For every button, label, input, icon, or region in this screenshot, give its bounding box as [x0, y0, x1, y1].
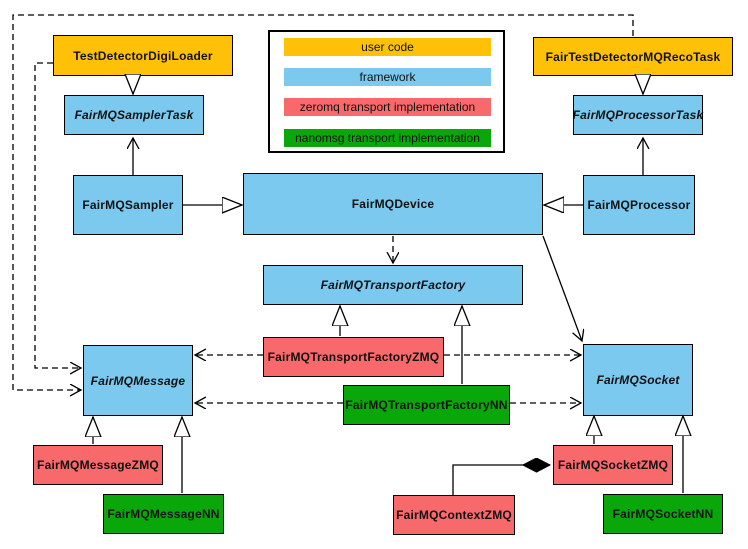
legend-item-zeromq: zeromq transport implementation	[284, 98, 491, 116]
node-fairmqsocketnn: FairMQSocketNN	[603, 494, 723, 534]
node-fairmqdevice: FairMQDevice	[243, 173, 543, 235]
legend-item-framework: framework	[284, 68, 491, 86]
node-testdetectordigiloader: TestDetectorDigiLoader	[53, 35, 233, 76]
node-fairmqcontextzmq: FairMQContextZMQ	[393, 495, 515, 535]
edge-device-socket	[542, 235, 582, 341]
node-fairmqsocketzmq: FairMQSocketZMQ	[553, 445, 673, 485]
node-fairmqmessagezmq: FairMQMessageZMQ	[33, 445, 163, 485]
legend-item-nanomsg: nanomsg transport implementation	[284, 129, 491, 147]
node-fairmqtransportfactory: FairMQTransportFactory	[263, 265, 523, 305]
legend: user code framework zeromq transport imp…	[268, 30, 505, 153]
node-fairmqsocket: FairMQSocket	[583, 344, 693, 416]
edge-contextzmq-socketzmq-composition	[452, 465, 550, 495]
node-fairmqprocessor: FairMQProcessor	[583, 175, 695, 235]
legend-item-user-code: user code	[284, 38, 491, 56]
node-fairmqprocessortask: FairMQProcessorTask	[573, 95, 703, 135]
node-fairmqmessage: FairMQMessage	[83, 345, 193, 416]
node-fairmqtransportfactoryzmq: FairMQTransportFactoryZMQ	[263, 337, 444, 377]
node-fairmqsamplertask: FairMQSamplerTask	[64, 95, 204, 135]
node-fairmqsampler: FairMQSampler	[73, 175, 183, 235]
node-fairmqmessagenn: FairMQMessageNN	[103, 494, 224, 534]
node-fairmqtransportfactorynn: FairMQTransportFactoryNN	[343, 385, 510, 425]
node-fairtestdetectormqrecotask: FairTestDetectorMQRecoTask	[533, 37, 733, 76]
